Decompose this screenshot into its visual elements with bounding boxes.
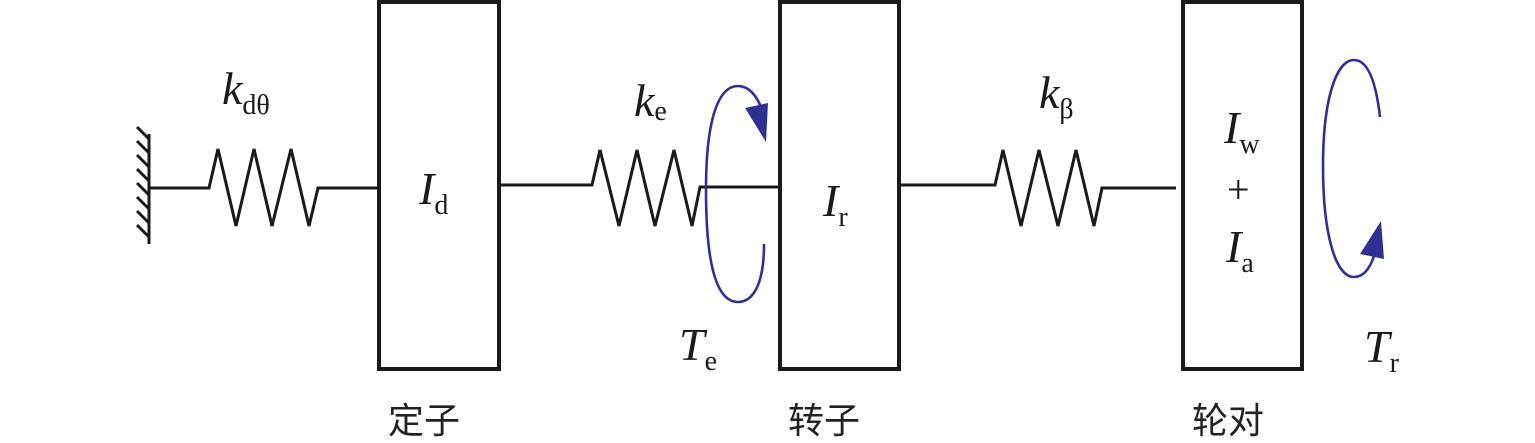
stator-caption: 定子 <box>388 401 460 442</box>
torque-tr-arrow <box>1321 58 1384 279</box>
fixed-ground-hatch-icon <box>135 125 151 244</box>
torque-te-arrow <box>704 84 768 304</box>
spring-k-e <box>499 149 779 227</box>
spring-k-dtheta-label: kdθ <box>222 63 270 121</box>
spring-k-e-label: ke <box>634 75 667 127</box>
wheelset-inertia-label-a: Ia <box>1225 221 1254 279</box>
spring-k-beta <box>899 149 1176 227</box>
torque-tr-arrowhead-icon <box>1360 221 1384 259</box>
stator-inertia-label: Id <box>418 163 448 221</box>
wheelset-inertia-box <box>1181 0 1304 371</box>
stator-inertia-box <box>377 0 501 371</box>
wheelset-plus-sign: + <box>1227 167 1250 212</box>
wheelset-inertia-label-w: Iw <box>1223 102 1260 160</box>
torque-te-label: Te <box>679 319 717 377</box>
spring-k-dtheta <box>149 148 379 227</box>
wheelset-caption: 轮对 <box>1192 401 1264 442</box>
rotor-inertia-label: Ir <box>822 175 848 233</box>
rotor-inertia-box <box>778 0 901 371</box>
rotor-caption: 转子 <box>788 401 860 442</box>
torque-tr-label: Tr <box>1364 321 1400 379</box>
spring-k-beta-label: kβ <box>1039 67 1074 125</box>
torque-te-arrowhead-icon <box>745 103 768 142</box>
